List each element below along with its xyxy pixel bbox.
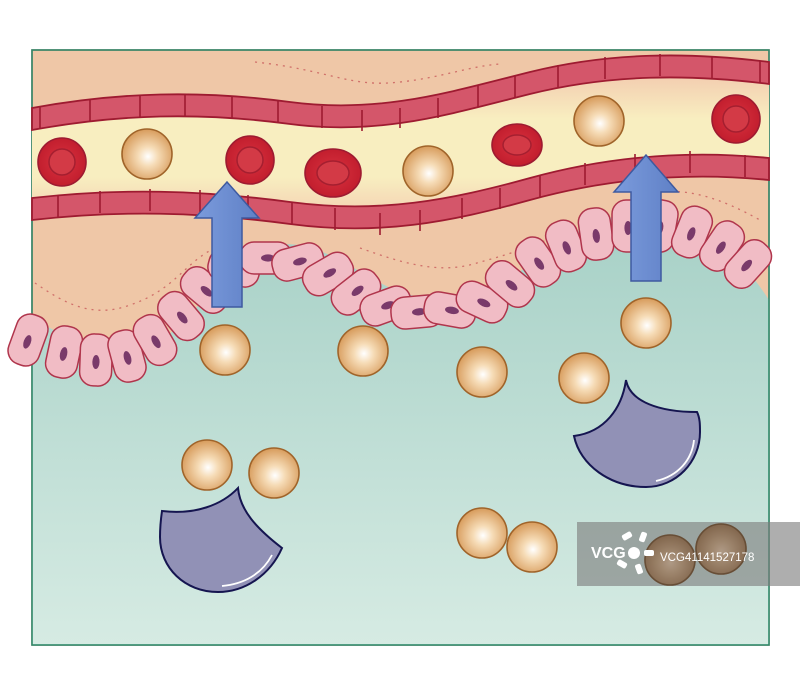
- cell-nucleus: [505, 280, 518, 291]
- cell-nucleus: [715, 241, 726, 254]
- cell-nucleus: [177, 311, 188, 324]
- dark-particle-icon: [644, 534, 696, 586]
- vessel-cell-dividers: [39, 54, 761, 235]
- cell-nucleus: [562, 241, 571, 255]
- epithelial-cell: [577, 207, 615, 261]
- transport-arrow-icon: [612, 153, 680, 282]
- nutrient-particle-icon: [506, 521, 558, 573]
- red-blood-cells: [37, 94, 761, 198]
- watermark-id: VCG41141527178: [660, 552, 754, 564]
- nutrient-particle-icon: [199, 324, 251, 376]
- cell-nucleus: [200, 286, 213, 297]
- epithelial-cell: [723, 238, 773, 290]
- watermark-brand: VCG: [591, 545, 626, 562]
- cell-nucleus: [92, 355, 100, 369]
- epithelial-cell: [670, 205, 714, 259]
- epithelial-cell: [157, 290, 205, 342]
- red-blood-cell-icon: [711, 94, 761, 144]
- nutrient-particle-icon: [402, 145, 454, 197]
- nutrient-particles: [121, 95, 747, 586]
- vessel-wall-upper: [31, 54, 770, 132]
- cell-nucleus: [293, 257, 307, 266]
- red-blood-cell-icon: [37, 137, 87, 187]
- epithelial-layer: [7, 199, 773, 387]
- transport-arrows: [193, 153, 680, 308]
- red-blood-cell-icon: [225, 135, 275, 185]
- enzyme-receptor-icon: [158, 485, 284, 594]
- cell-nucleus: [445, 306, 459, 315]
- cell-nucleus: [59, 347, 68, 361]
- cell-nucleus: [687, 227, 696, 241]
- cell-nucleus: [477, 298, 491, 308]
- red-blood-cell-icon: [491, 123, 543, 167]
- dotted-tissue-lines: [34, 61, 761, 311]
- cell-nucleus: [351, 285, 364, 296]
- nutrient-particle-icon: [573, 95, 625, 147]
- cell-nucleus: [323, 268, 337, 278]
- nutrient-particle-icon: [456, 507, 508, 559]
- nutrient-particle-icon: [181, 439, 233, 491]
- nutrient-particle-icon: [620, 297, 672, 349]
- nutrient-particle-icon: [121, 128, 173, 180]
- enzyme-receptor-highlight: [221, 554, 273, 587]
- epithelial-cell: [484, 260, 536, 308]
- epithelial-cell: [107, 329, 147, 383]
- epithelial-cell: [132, 313, 178, 367]
- watermark: VCG VCG41141527178: [577, 522, 800, 586]
- enzyme-receptor-icon: [572, 379, 702, 489]
- cell-nucleus: [741, 259, 753, 272]
- cell-nucleus: [534, 257, 545, 270]
- epithelial-cell: [7, 313, 49, 367]
- cell-nucleus: [592, 229, 600, 243]
- cell-nucleus: [624, 221, 632, 235]
- nutrient-particle-icon: [456, 346, 508, 398]
- red-blood-cell-icon: [304, 148, 362, 198]
- nutrient-particle-icon: [337, 325, 389, 377]
- epithelial-cell: [698, 220, 746, 272]
- enzyme-receptor-highlight: [655, 439, 695, 482]
- vcg-logo-icon: [616, 531, 654, 575]
- cell-nucleus: [23, 335, 32, 349]
- transport-arrow-icon: [193, 180, 261, 308]
- enzymes: [158, 379, 702, 594]
- cell-nucleus: [151, 335, 161, 349]
- nutrient-particle-icon: [558, 352, 610, 404]
- cell-nucleus: [412, 308, 426, 316]
- cell-nucleus: [123, 351, 132, 365]
- nutrient-particle-icon: [248, 447, 300, 499]
- dark-particle-icon: [695, 523, 747, 575]
